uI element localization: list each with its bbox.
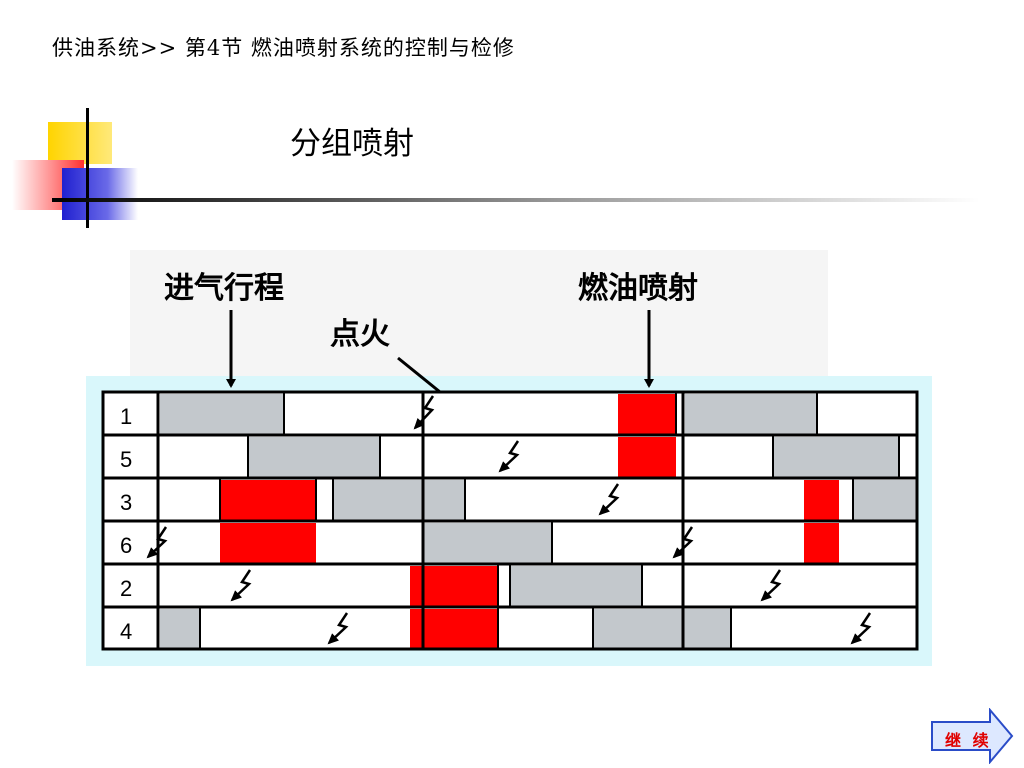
fuel-injection-label: 燃油喷射 [578, 271, 698, 306]
injection-block [804, 480, 839, 520]
cylinder-label: 2 [120, 576, 132, 601]
ignition-spark-icon [850, 612, 872, 645]
ignition-spark-icon [146, 526, 168, 559]
injection-block [804, 523, 839, 563]
title-decoration [12, 108, 980, 228]
ignition-spark-icon [598, 483, 620, 516]
cylinder-label: 3 [120, 490, 132, 515]
deco-horizontal-line [52, 198, 980, 202]
injection-block [220, 523, 316, 563]
table-grid [101, 390, 919, 651]
intake-block [593, 609, 731, 648]
cylinder-label: 4 [120, 619, 132, 644]
intake-block [510, 566, 642, 606]
cylinder-label: 1 [120, 404, 132, 429]
deco-blue-square [62, 168, 138, 220]
injection-block [618, 394, 676, 434]
injection-block [410, 609, 498, 648]
intake-block [160, 609, 200, 648]
label-area-background [130, 250, 828, 390]
intake-block [685, 394, 817, 434]
page-title: 分组喷射 [290, 126, 414, 162]
injection-block [220, 480, 316, 520]
stroke-boundaries [199, 393, 900, 650]
ignition-spark-icon [760, 569, 782, 602]
ignition-pointer [397, 356, 441, 394]
intake-block [333, 480, 465, 520]
arrow-right-icon [931, 708, 1014, 764]
cylinder-label: 6 [120, 533, 132, 558]
ignition-label: 点火 [330, 317, 390, 352]
injection-block [618, 437, 676, 477]
ignition-spark-icon [672, 526, 694, 559]
ignition-spark-icon [498, 440, 520, 473]
ignition-spark-icon [327, 612, 349, 645]
ignition-spark-icon [230, 569, 252, 602]
deco-yellow-square [48, 122, 112, 164]
intake-block [248, 437, 380, 477]
intake-block [424, 523, 552, 563]
injection-block [410, 566, 498, 606]
intake-stroke-label: 进气行程 [164, 271, 284, 306]
deco-vertical-line [86, 108, 89, 228]
breadcrumb: 供油系统>> 第4节 燃油喷射系统的控制与检修 [52, 36, 515, 60]
ignition-spark-icon [413, 395, 435, 430]
intake-block [853, 480, 916, 520]
continue-button[interactable] [930, 708, 1014, 764]
intake-block [160, 394, 284, 434]
cylinder-label: 5 [120, 447, 132, 472]
intake-block [773, 437, 899, 477]
